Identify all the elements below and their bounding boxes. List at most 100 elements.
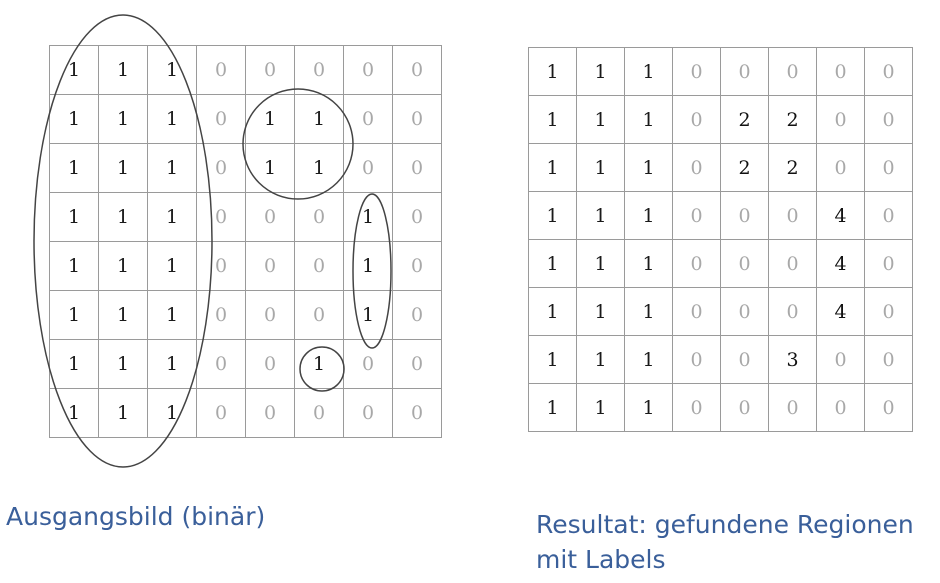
result-grid-cell: 0 (816, 383, 865, 432)
input-grid-cell: 0 (392, 45, 442, 95)
input-grid-cell: 0 (294, 241, 344, 291)
input-grid-cell: 0 (196, 388, 246, 438)
result-grid-cell: 0 (672, 47, 721, 96)
result-grid-cell: 1 (576, 287, 625, 336)
result-caption-line-1: Resultat: gefundene Regionen (536, 510, 914, 539)
result-grid-cell: 0 (720, 287, 769, 336)
result-grid-cell: 1 (576, 191, 625, 240)
result-grid-cell: 1 (576, 143, 625, 192)
input-grid-cell: 0 (245, 290, 295, 340)
input-grid-cell: 1 (245, 143, 295, 193)
input-grid-cell: 1 (147, 192, 197, 242)
input-grid-cell: 1 (147, 143, 197, 193)
input-grid-cell: 0 (196, 45, 246, 95)
input-grid-cell: 1 (49, 241, 99, 291)
input-grid-cell: 0 (392, 290, 442, 340)
result-grid-cell: 2 (720, 143, 769, 192)
input-grid-cell: 1 (49, 143, 99, 193)
input-grid-cell: 1 (98, 143, 148, 193)
result-grid-cell: 0 (864, 239, 913, 288)
result-grid-cell: 0 (864, 383, 913, 432)
result-caption-line-2: mit Labels (536, 545, 666, 574)
input-grid-cell: 0 (294, 192, 344, 242)
result-grid-cell: 2 (768, 95, 817, 144)
result-grid-cell: 0 (864, 143, 913, 192)
input-grid-cell: 0 (392, 192, 442, 242)
input-grid-cell: 1 (147, 241, 197, 291)
input-grid-cell: 1 (49, 94, 99, 144)
input-grid-cell: 1 (147, 94, 197, 144)
input-grid-cell: 1 (98, 241, 148, 291)
input-grid-cell: 0 (245, 241, 295, 291)
result-grid-cell: 1 (528, 191, 577, 240)
input-grid-cell: 0 (245, 388, 295, 438)
result-grid-cell: 2 (720, 95, 769, 144)
input-grid-cell: 1 (294, 339, 344, 389)
result-grid-cell: 1 (528, 383, 577, 432)
input-grid-cell: 1 (147, 388, 197, 438)
input-grid-cell: 1 (98, 339, 148, 389)
result-grid-cell: 0 (816, 95, 865, 144)
result-grid-cell: 0 (672, 143, 721, 192)
result-grid-cell: 0 (672, 95, 721, 144)
input-grid-cell: 1 (49, 339, 99, 389)
result-grid-cell: 1 (528, 335, 577, 384)
input-caption: Ausgangsbild (binär) (6, 502, 266, 531)
result-grid-cell: 0 (672, 239, 721, 288)
result-grid-cell: 1 (624, 287, 673, 336)
input-grid-cell: 1 (98, 94, 148, 144)
input-grid-cell: 1 (49, 290, 99, 340)
result-grid-cell: 0 (672, 383, 721, 432)
result-grid-cell: 0 (720, 47, 769, 96)
result-grid-cell: 0 (768, 383, 817, 432)
input-grid-cell: 1 (98, 290, 148, 340)
result-grid-cell: 0 (864, 287, 913, 336)
input-grid-cell: 1 (294, 94, 344, 144)
result-grid-cell: 1 (624, 47, 673, 96)
result-grid-cell: 1 (624, 335, 673, 384)
result-grid-cell: 1 (528, 239, 577, 288)
result-grid-cell: 0 (720, 383, 769, 432)
input-grid-cell: 0 (196, 192, 246, 242)
input-grid-cell: 1 (147, 290, 197, 340)
result-grid-cell: 0 (816, 335, 865, 384)
input-grid-cell: 1 (98, 45, 148, 95)
result-grid-cell: 1 (624, 143, 673, 192)
input-grid-cell: 0 (196, 241, 246, 291)
input-grid-cell: 0 (392, 339, 442, 389)
result-grid-cell: 0 (768, 47, 817, 96)
input-grid-cell: 0 (343, 45, 393, 95)
input-grid-cell: 0 (294, 290, 344, 340)
result-grid-cell: 0 (720, 335, 769, 384)
result-grid-cell: 0 (720, 191, 769, 240)
result-grid-cell: 1 (576, 95, 625, 144)
result-grid-cell: 0 (864, 191, 913, 240)
input-grid-cell: 0 (392, 94, 442, 144)
result-grid-cell: 1 (624, 239, 673, 288)
input-grid-cell: 0 (245, 45, 295, 95)
input-grid-cell: 1 (98, 192, 148, 242)
input-grid-cell: 0 (294, 45, 344, 95)
result-grid-cell: 4 (816, 239, 865, 288)
input-grid-cell: 0 (196, 290, 246, 340)
input-grid-cell: 1 (98, 388, 148, 438)
input-grid-cell: 0 (196, 143, 246, 193)
result-grid-cell: 0 (864, 95, 913, 144)
input-grid-cell: 0 (392, 241, 442, 291)
result-caption: Resultat: gefundene Regionen mit Labels (536, 507, 936, 577)
result-grid-cell: 1 (576, 383, 625, 432)
